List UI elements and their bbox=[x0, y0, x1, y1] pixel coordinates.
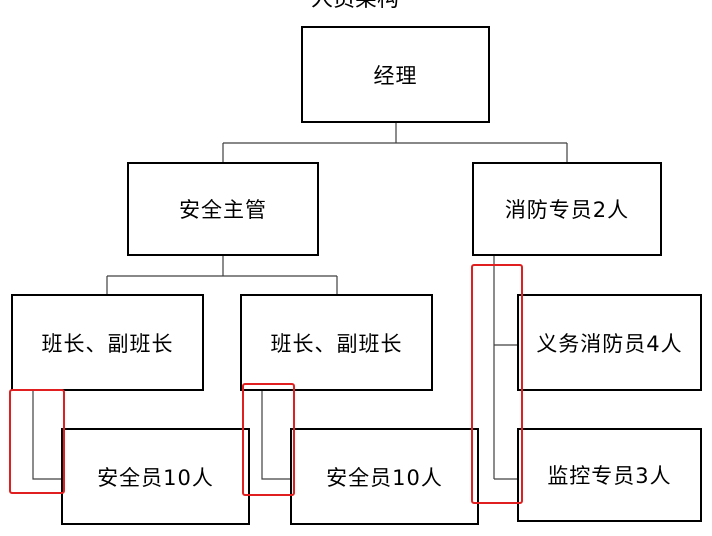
node-team-leader-2-label: 班长、副班长 bbox=[270, 331, 403, 356]
connector-leader1-to-staff1 bbox=[32, 391, 61, 480]
highlight-box-leader2-connector bbox=[242, 383, 295, 496]
node-team-leader-1: 班长、副班长 bbox=[11, 294, 204, 391]
highlight-box-fire-spec-connector bbox=[471, 264, 523, 504]
node-fire-specialist: 消防专员2人 bbox=[472, 162, 662, 256]
node-volunteer-fire: 义务消防员4人 bbox=[517, 294, 702, 391]
node-manager: 经理 bbox=[301, 26, 490, 123]
node-safety-staff-1: 安全员10人 bbox=[61, 428, 250, 525]
chart-title-partial: 人员架构 bbox=[290, 0, 420, 8]
node-team-leader-2: 班长、副班长 bbox=[240, 294, 433, 391]
node-safety-staff-1-label: 安全员10人 bbox=[97, 465, 214, 490]
node-safety-staff-2: 安全员10人 bbox=[290, 428, 479, 525]
node-safety-supervisor: 安全主管 bbox=[127, 162, 319, 256]
node-fire-specialist-label: 消防专员2人 bbox=[504, 198, 630, 222]
node-monitor-specialist-label: 监控专员3人 bbox=[547, 464, 672, 488]
node-volunteer-fire-label: 义务消防员4人 bbox=[536, 331, 683, 356]
node-manager-label: 经理 bbox=[373, 63, 418, 88]
node-safety-supervisor-label: 安全主管 bbox=[179, 198, 267, 222]
node-team-leader-1-label: 班长、副班长 bbox=[41, 331, 174, 356]
connector-leader2-to-staff2 bbox=[261, 391, 290, 480]
node-safety-staff-2-label: 安全员10人 bbox=[326, 465, 443, 490]
node-monitor-specialist: 监控专员3人 bbox=[517, 428, 702, 522]
highlight-box-leader1-connector bbox=[9, 389, 65, 494]
